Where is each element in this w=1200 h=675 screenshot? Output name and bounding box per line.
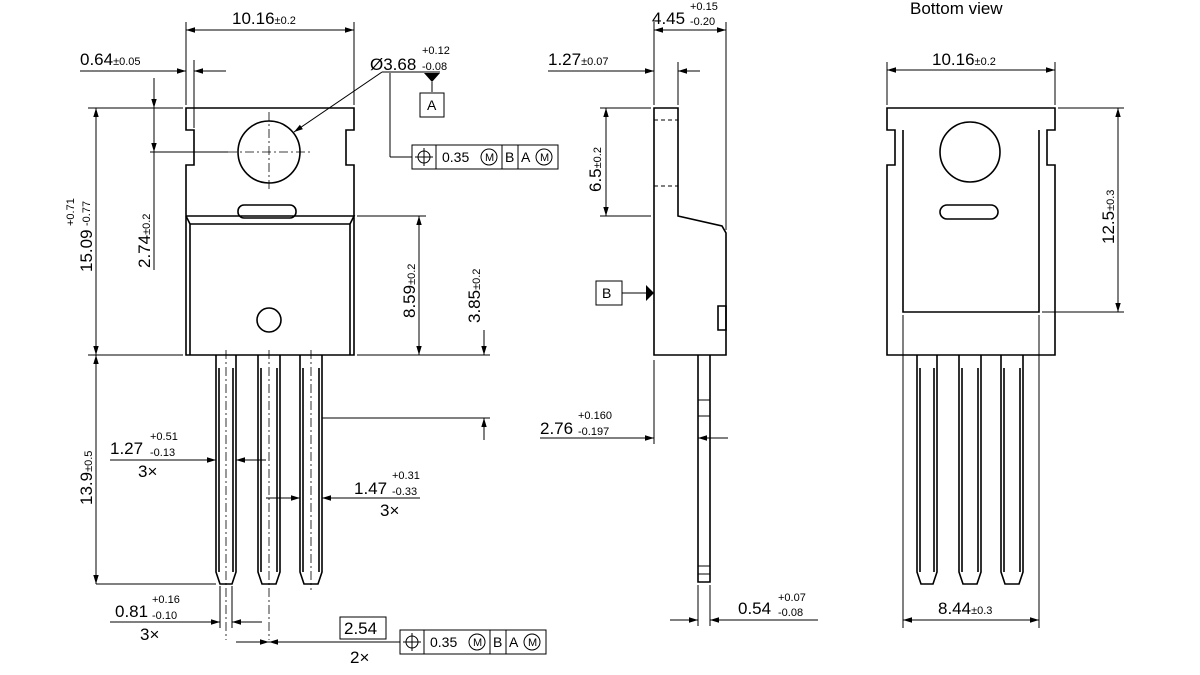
- fcf-pitch-m1: M: [473, 637, 482, 649]
- dim-lead-width2-tol-up: +0.31: [392, 470, 420, 482]
- dim-lead-tip-tol-up: +0.16: [152, 594, 180, 606]
- dim-height-tol-up: +0.71: [65, 198, 77, 226]
- dim-hole-tol-up: +0.12: [422, 45, 450, 57]
- datum-b-label: B: [602, 285, 611, 301]
- dim-hole-diameter: Ø3.68: [370, 55, 416, 74]
- dim-lead-width2-tol-dn: -0.33: [392, 486, 417, 498]
- bottom-view: [886, 62, 1124, 628]
- fcf-hole-m1: M: [485, 152, 494, 164]
- dim-lead-offset-tol-dn: -0.197: [578, 426, 609, 438]
- fcf-hole-m2: M: [540, 152, 549, 164]
- bv-tab-outline: [886, 107, 1056, 356]
- dim-lead-width-mult: 3×: [138, 462, 157, 481]
- datum-a-label: A: [427, 97, 437, 113]
- dim-hole-position: 2.74±0.2: [135, 214, 154, 268]
- fcf-hole: [411, 144, 559, 170]
- dim-lead-thickness-tol-dn: -0.08: [778, 607, 803, 619]
- dim-pitch-mult: 2×: [350, 648, 369, 667]
- dim-tab-height: 6.5±0.2: [586, 147, 605, 192]
- fcf-pitch-value: 0.35: [430, 634, 457, 650]
- fcf-pitch-b: B: [493, 634, 502, 650]
- dim-top-width: 10.16±0.2: [232, 9, 296, 28]
- front-body-outline: [185, 215, 356, 355]
- dim-lead-tip: 0.81: [115, 602, 148, 621]
- dim-bv-height: 12.5±0.3: [1099, 190, 1118, 244]
- fcf-hole-b: B: [505, 149, 514, 165]
- dim-tab-notch: 0.64±0.05: [80, 50, 141, 69]
- dim-bv-width: 10.16±0.2: [932, 50, 996, 69]
- side-outline: [653, 107, 727, 356]
- dim-lead-width: 1.27: [110, 439, 143, 458]
- bv-leads: [916, 355, 1024, 585]
- fcf-pitch-m2: M: [528, 637, 537, 649]
- dim-height-tol-dn: -0.77: [81, 201, 93, 226]
- fcf-pitch-a: A: [509, 634, 519, 650]
- dim-lead-width-tol-dn: -0.13: [150, 447, 175, 459]
- dim-height: 15.09: [77, 229, 96, 272]
- front-view: [80, 22, 490, 645]
- dim-lead-length: 13.9±0.5: [77, 451, 96, 505]
- dim-lead-offset: 2.76: [540, 419, 573, 438]
- ejector-hole: [256, 307, 282, 333]
- dim-side-width-tol-dn: -0.20: [690, 16, 715, 28]
- side-view: [540, 22, 818, 626]
- front-leads: [215, 350, 323, 640]
- dim-pitch: 2.54: [344, 619, 377, 638]
- dim-lead-width-tol-up: +0.51: [150, 431, 178, 443]
- fcf-hole-a: A: [521, 149, 531, 165]
- bottom-view-title: Bottom view: [910, 0, 1003, 18]
- dim-lead-offset-tol-up: +0.160: [578, 410, 612, 422]
- dim-body-height: 8.59±0.2: [400, 264, 419, 318]
- fcf-hole-value: 0.35: [442, 149, 469, 165]
- dim-tab-thickness: 1.27±0.07: [548, 50, 609, 69]
- dim-lead-thickness: 0.54: [738, 599, 771, 618]
- dim-hole-tol-dn: -0.08: [422, 61, 447, 73]
- dim-side-width-tol-up: +0.15: [690, 1, 718, 13]
- dim-lead-bend: 3.85±0.2: [465, 269, 484, 323]
- front-tab-outline: [185, 107, 355, 356]
- fcf-pitch: [339, 616, 547, 655]
- dim-lead-width2: 1.47: [354, 479, 387, 498]
- dim-bv-lead-span: 8.44±0.3: [938, 599, 992, 618]
- dim-lead-tip-mult: 3×: [140, 625, 159, 644]
- dim-lead-tip-tol-dn: -0.10: [152, 610, 177, 622]
- dim-lead-width2-mult: 3×: [380, 501, 399, 520]
- dim-side-width: 4.45: [652, 9, 685, 28]
- front-body-tab: [237, 204, 297, 219]
- dim-lead-thickness-tol-up: +0.07: [778, 592, 806, 604]
